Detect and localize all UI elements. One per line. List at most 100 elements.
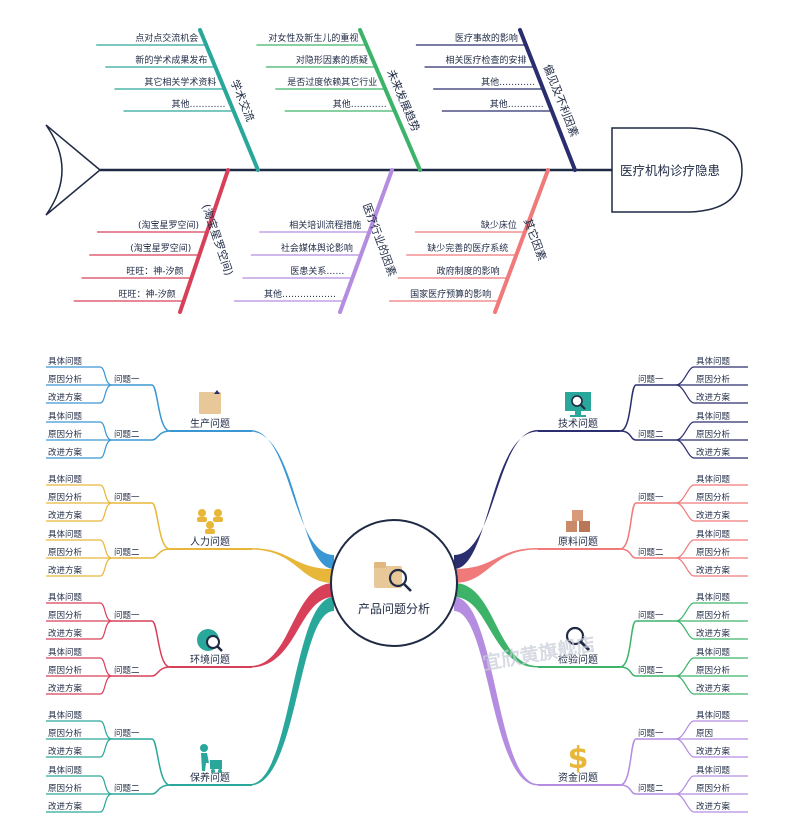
leaf-connector <box>99 657 113 677</box>
leaf-label: 原因分析 <box>48 783 83 794</box>
branch-label: 检验问题 <box>558 653 598 666</box>
fish-bone-line <box>358 28 422 172</box>
branch-ribbon <box>454 430 538 569</box>
group-connector <box>151 430 171 441</box>
leaf-label: 具体问题 <box>48 592 83 603</box>
leaf-label: 具体问题 <box>696 710 731 721</box>
leaf-label: 具体问题 <box>48 710 83 721</box>
branch-ribbon <box>454 548 538 583</box>
fish-item-text: (淘宝星罗空间) <box>130 242 191 254</box>
leaf-label: 具体问题 <box>48 529 83 540</box>
leaf-connector <box>675 675 695 695</box>
leaf-connector <box>675 384 695 404</box>
branch-label: 环境问题 <box>190 653 230 666</box>
dollar-icon: $ <box>568 741 589 776</box>
group-connector <box>151 384 171 432</box>
leaf-label: 原因分析 <box>696 547 731 558</box>
svg-text:$: $ <box>568 741 589 776</box>
leaf-connector <box>675 620 695 640</box>
leaf-label: 具体问题 <box>696 411 731 422</box>
group-connector <box>619 738 637 786</box>
fishbone-diagram: 医疗机构诊疗隐患 学术交流点对点交流机会新的学术成果发布其它相关学术资料其他……… <box>45 28 743 314</box>
leaf-label: 原因分析 <box>696 429 731 440</box>
group-connector <box>151 620 171 668</box>
group-connector <box>151 666 171 677</box>
fish-item-text: 其他……………… <box>264 288 336 300</box>
leaf-connector <box>99 384 113 404</box>
fish-item-text: 旺旺：神-汐颜 <box>126 265 183 277</box>
branch-label: 保养问题 <box>190 771 230 784</box>
group-connector <box>619 384 637 432</box>
branch-ribbon <box>250 548 334 583</box>
center-label: 产品问题分析 <box>358 602 430 616</box>
fish-item-text: 医疗事故的影响 <box>455 32 518 44</box>
group-label: 问题一 <box>638 611 664 621</box>
fish-bone-line <box>178 168 230 314</box>
leaf-label: 具体问题 <box>48 474 83 485</box>
fish-bone: 未来发展趋势对女性及新生儿的重视对隐形因素的质疑是否过度依赖其它行业其他………… <box>256 28 423 172</box>
leaf-label: 具体问题 <box>696 647 731 658</box>
fish-item-text: 点对点交流机会 <box>135 32 198 44</box>
leaf-connector <box>99 793 113 813</box>
fish-bone-line <box>338 168 394 314</box>
leaf-label: 原因分析 <box>696 783 731 794</box>
group-connector <box>619 666 637 677</box>
leaf-label: 改进方案 <box>696 392 731 403</box>
group-label: 问题一 <box>114 729 140 739</box>
branch-ribbon <box>250 597 334 786</box>
branch-ribbon <box>250 430 334 569</box>
group-label: 问题二 <box>114 548 140 558</box>
leaf-connector <box>99 539 113 559</box>
branch-label: 人力问题 <box>190 535 230 548</box>
leaf-label: 原因分析 <box>48 547 83 558</box>
leaf-connector <box>675 539 695 559</box>
leaf-label: 具体问题 <box>696 529 731 540</box>
leaf-label: 具体问题 <box>696 356 731 367</box>
worker-icon <box>200 744 222 773</box>
leaf-connector <box>675 484 695 504</box>
leaf-connector <box>675 793 695 813</box>
leaf-label: 具体问题 <box>48 647 83 658</box>
leaf-label: 改进方案 <box>696 683 731 694</box>
leaf-label: 原因分析 <box>48 492 83 503</box>
leaf-connector <box>99 366 113 386</box>
fish-item-text: 医患关系…… <box>290 265 344 277</box>
fish-item-text: 对隐形因素的质疑 <box>296 54 368 66</box>
branch-label: 资金问题 <box>558 771 598 784</box>
group-label: 问题二 <box>114 430 140 440</box>
leaf-connector <box>99 557 113 577</box>
group-connector <box>619 620 637 668</box>
group-label: 问题一 <box>114 611 140 621</box>
leaf-label: 具体问题 <box>696 765 731 776</box>
fish-item-text: 政府制度的影响 <box>437 265 500 277</box>
leaf-label: 改进方案 <box>48 510 83 521</box>
leaf-label: 具体问题 <box>696 592 731 603</box>
fish-tail <box>45 124 102 216</box>
group-label: 问题二 <box>638 430 664 440</box>
leaf-connector <box>675 602 695 622</box>
branch-ribbon <box>454 583 538 668</box>
fish-item-text: 相关培训流程措施 <box>289 219 361 231</box>
group-label: 问题二 <box>638 784 664 794</box>
group-connector <box>151 502 171 550</box>
fish-bone-line <box>518 28 577 172</box>
leaf-label: 原因 <box>696 729 713 739</box>
group-connector <box>619 502 637 550</box>
leaf-label: 改进方案 <box>696 801 731 812</box>
group-connector <box>619 548 637 559</box>
fish-item-text: 其它相关学术资料 <box>144 76 216 88</box>
box-icon <box>199 390 221 414</box>
group-connector <box>151 548 171 559</box>
leaf-connector <box>99 738 113 758</box>
leaf-label: 改进方案 <box>696 447 731 458</box>
leaf-label: 原因分析 <box>48 728 83 739</box>
leaf-connector <box>675 557 695 577</box>
